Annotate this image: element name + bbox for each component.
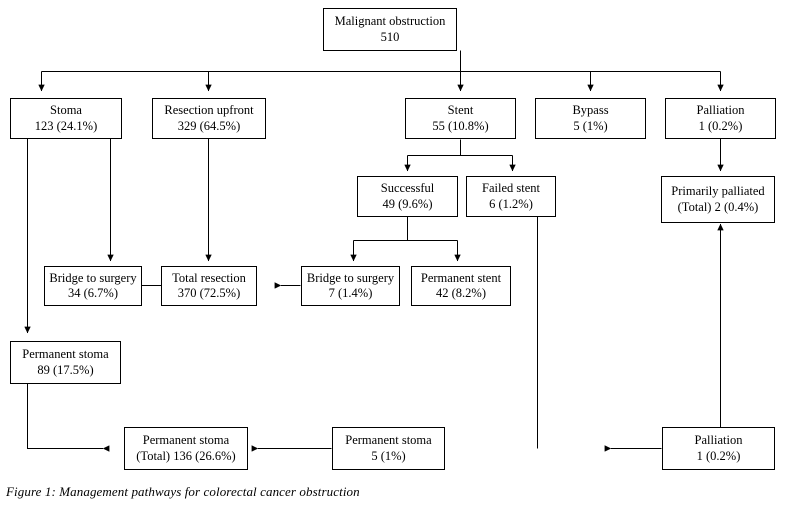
node-value: (Total) 2 (0.4%) [677, 199, 759, 214]
node-bridge-to-surgery-stoma[interactable]: Bridge to surgery 34 (6.7%) [44, 266, 142, 306]
node-value: 89 (17.5%) [37, 362, 94, 377]
node-permanent-stoma-5[interactable]: Permanent stoma 5 (1%) [332, 427, 445, 470]
node-value: 370 (72.5%) [177, 286, 241, 300]
node-label: Permanent stent [420, 270, 502, 285]
node-label: Total resection [172, 270, 246, 285]
node-label: Failed stent [482, 181, 540, 196]
node-label: Stent [447, 103, 474, 118]
node-stoma[interactable]: Stoma 123 (24.1%) [10, 98, 122, 139]
node-label: Permanent stoma [142, 433, 230, 448]
node-permanent-stoma-89[interactable]: Permanent stoma 89 (17.5%) [10, 341, 121, 384]
node-permanent-stent[interactable]: Permanent stent 42 (8.2%) [411, 266, 511, 306]
node-label: Permanent stoma [22, 347, 109, 362]
node-value: 7 (1.4%) [328, 286, 373, 300]
node-bypass[interactable]: Bypass 5 (1%) [535, 98, 646, 139]
node-label: Palliation [694, 433, 743, 448]
node-bridge-to-surgery-stent[interactable]: Bridge to surgery 7 (1.4%) [301, 266, 400, 306]
figure-caption: Figure 1: Management pathways for colore… [6, 484, 360, 499]
node-value: 329 (64.5%) [177, 118, 241, 133]
node-resection-upfront[interactable]: Resection upfront 329 (64.5%) [152, 98, 266, 139]
node-value: 34 (6.7%) [68, 286, 118, 300]
node-value: 510 [380, 29, 400, 44]
node-label: Resection upfront [164, 103, 254, 118]
node-label: Bridge to surgery [306, 270, 395, 285]
node-value: 1 (0.2%) [696, 448, 741, 463]
node-value: (Total) 136 (26.6%) [136, 448, 236, 463]
node-label: Successful [380, 181, 435, 196]
node-value: 1 (0.2%) [698, 118, 743, 133]
node-permanent-stoma-total[interactable]: Permanent stoma (Total) 136 (26.6%) [124, 427, 248, 470]
node-label: Malignant obstruction [334, 14, 446, 29]
node-value: 123 (24.1%) [34, 118, 98, 133]
node-value: 6 (1.2%) [489, 196, 533, 211]
node-label: Palliation [696, 103, 745, 118]
node-value: 5 (1%) [371, 448, 406, 463]
node-label: Stoma [50, 103, 82, 118]
node-label: Permanent stoma [345, 433, 432, 448]
node-total-resection[interactable]: Total resection 370 (72.5%) [161, 266, 257, 306]
node-palliation-bottom[interactable]: Palliation 1 (0.2%) [662, 427, 775, 470]
node-label: Bridge to surgery [49, 270, 137, 285]
node-value: 42 (8.2%) [436, 286, 486, 300]
node-palliation-top[interactable]: Palliation 1 (0.2%) [665, 98, 776, 139]
node-successful[interactable]: Successful 49 (9.6%) [357, 176, 458, 217]
node-primarily-palliated[interactable]: Primarily palliated (Total) 2 (0.4%) [661, 176, 775, 223]
node-stent[interactable]: Stent 55 (10.8%) [405, 98, 516, 139]
node-label: Primarily palliated [671, 184, 765, 199]
node-label: Bypass [572, 103, 609, 118]
node-value: 55 (10.8%) [432, 118, 489, 133]
node-value: 5 (1%) [573, 118, 608, 133]
node-failed-stent[interactable]: Failed stent 6 (1.2%) [466, 176, 556, 217]
node-malignant-obstruction[interactable]: Malignant obstruction 510 [323, 8, 457, 51]
edge-permstoma89-to-total [26, 383, 110, 452]
node-value: 49 (9.6%) [382, 196, 433, 211]
